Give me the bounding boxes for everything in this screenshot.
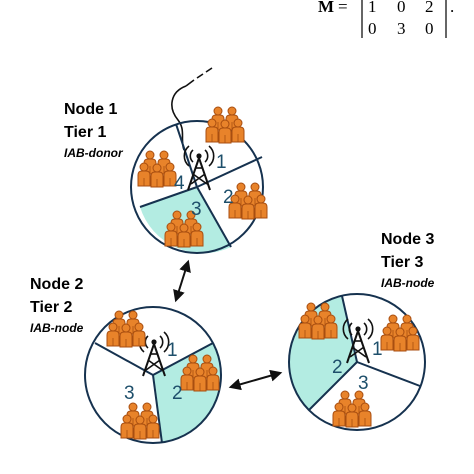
node1-sector-label: 1 — [216, 152, 227, 173]
node1-divider — [196, 186, 232, 248]
matrix-equals: = — [338, 0, 348, 16]
matrix-cell: 0 — [368, 19, 377, 38]
node3-ring — [288, 293, 426, 431]
node2-sector-label: 2 — [172, 383, 183, 404]
node2-divider — [152, 374, 163, 444]
node1-sector-label: 4 — [174, 173, 185, 194]
node2-cell: 1 2 3 — [84, 306, 222, 444]
node3-name: Node 3 — [381, 231, 434, 248]
node2-sector-label: 1 — [167, 340, 178, 361]
node3-sector-label: 2 — [332, 357, 343, 378]
matrix-cell: 0 — [397, 0, 406, 16]
matrix-symbol: M — [318, 0, 334, 16]
user-group-icon — [107, 311, 145, 347]
node1-cell: 1 2 3 4 — [130, 107, 267, 254]
node3-tier: Tier 3 — [381, 254, 424, 271]
node3-cell: 1 2 3 — [288, 293, 426, 431]
node2-divider — [94, 342, 154, 376]
node1-sector-label: 3 — [191, 199, 202, 220]
node1-sector-label: 2 — [223, 187, 234, 208]
fiber-dash-icon — [185, 67, 213, 87]
matrix-cell: 3 — [397, 19, 406, 38]
node3-role: IAB-node — [381, 276, 435, 290]
matrix-cell: 1 — [368, 0, 377, 16]
node3-divider — [308, 361, 358, 411]
user-group-icon — [206, 107, 244, 143]
node3-divider — [356, 361, 421, 387]
user-group-icon — [229, 183, 267, 219]
matrix-equation: M = 1 0 2 0 3 0 . — [318, 0, 454, 38]
matrix-cell: 0 — [425, 19, 434, 38]
node1-role: IAB-donor — [64, 146, 124, 160]
node3-sector-label: 3 — [358, 373, 369, 394]
node2-name: Node 2 — [30, 276, 83, 293]
radio-tower-icon — [183, 145, 215, 191]
node1-name: Node 1 — [64, 101, 117, 118]
node2-role: IAB-node — [30, 321, 84, 335]
user-group-icon — [381, 315, 419, 351]
node1-tier: Tier 1 — [64, 124, 107, 141]
node1-divider — [139, 186, 198, 208]
node2-sector-label: 3 — [124, 383, 135, 404]
fiber-backhaul-icon — [171, 85, 187, 151]
double-arrow-icon — [173, 259, 191, 303]
user-group-icon — [333, 391, 371, 427]
matrix-terminator: . — [450, 0, 454, 16]
matrix-cell: 2 — [425, 0, 434, 16]
node1-ring — [130, 120, 264, 254]
double-arrow-icon — [228, 369, 283, 391]
user-group-icon — [138, 151, 176, 187]
node2-tier: Tier 2 — [30, 299, 73, 316]
node3-sector-label: 1 — [372, 339, 383, 360]
node2-ring — [84, 306, 222, 444]
user-group-icon — [121, 403, 159, 439]
